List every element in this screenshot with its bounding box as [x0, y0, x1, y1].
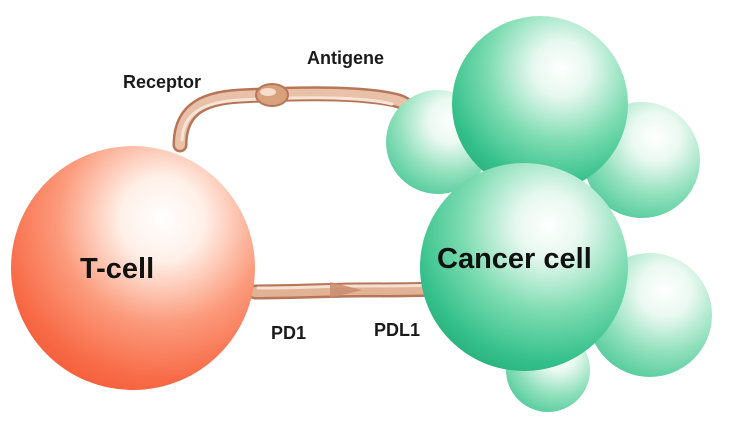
cancer-cell-main: [420, 163, 628, 371]
pdl1-label: PDL1: [374, 320, 420, 340]
t-cell-label: T-cell: [80, 253, 154, 285]
cancer-cell-cluster: [386, 16, 712, 412]
cancer-cell-label: Cancer cell: [437, 243, 592, 275]
receptor-antigene-connector: [172, 83, 421, 153]
t-cell: [11, 146, 255, 390]
cancer-cell-bud-top: [452, 16, 628, 192]
pd1-pdl1-junction: [330, 282, 362, 298]
antigene-label: Antigene: [307, 48, 384, 68]
receptor-label: Receptor: [123, 72, 201, 92]
pd1-pdl1-connector: [247, 281, 448, 300]
pd1-label: PD1: [271, 323, 306, 343]
